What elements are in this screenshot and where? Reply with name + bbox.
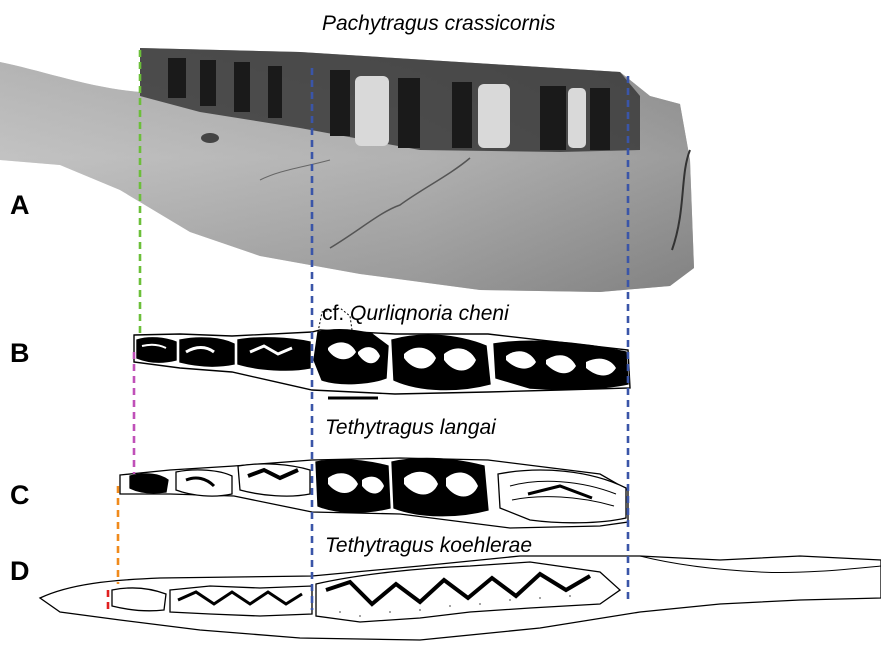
panel-label-a: A bbox=[10, 190, 30, 220]
panel-d-mandible-drawing bbox=[40, 556, 881, 640]
species-caption-a: Pachytragus crassicornis bbox=[322, 12, 556, 35]
panel-a-mandible-photo bbox=[0, 48, 694, 292]
species-caption-c: Tethytragus langai bbox=[325, 416, 497, 439]
species-caption-d: Tethytragus koehlerae bbox=[325, 534, 532, 557]
species-caption-b: cf. Qurliqnoria cheni bbox=[322, 302, 510, 325]
panel-label-d: D bbox=[10, 556, 30, 586]
species-caption-b-prefix: cf. bbox=[322, 302, 350, 325]
species-caption-b-name: Qurliqnoria cheni bbox=[350, 302, 510, 325]
panel-c-tooth-row bbox=[120, 458, 628, 528]
panel-label-b: B bbox=[10, 338, 30, 368]
panel-label-c: C bbox=[10, 480, 30, 510]
